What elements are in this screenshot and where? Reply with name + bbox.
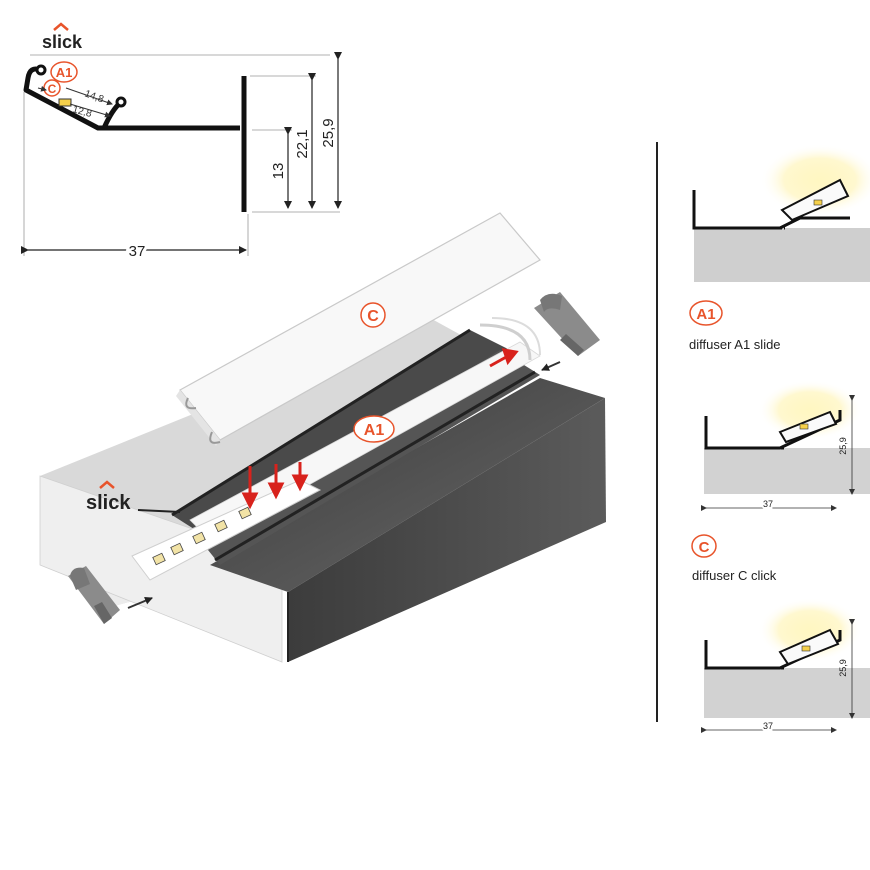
assembly-illustration: slick C A1 — [39, 212, 606, 663]
end-cap-right — [534, 292, 600, 356]
end-cap-left — [68, 566, 120, 624]
led-strip — [131, 479, 322, 581]
svg-text:C: C — [367, 308, 379, 325]
dim-14-8: 14,8 — [83, 88, 105, 105]
option-a1-badge — [689, 300, 723, 326]
logo-roof-icon — [53, 22, 69, 31]
callout-slick: slick — [86, 492, 131, 514]
dim-12-8: 12,8 — [71, 104, 93, 120]
svg-text:A1: A1 — [56, 65, 73, 80]
led-chip — [58, 98, 72, 107]
installed-view-1 — [692, 144, 870, 282]
svg-text:C: C — [48, 82, 57, 96]
installed-view-c — [701, 598, 870, 733]
assembly-badge-c — [360, 302, 386, 328]
installed-view-a1 — [701, 380, 870, 511]
insert-arrow-right — [541, 361, 561, 371]
profile-wall — [288, 398, 606, 662]
callout-line — [137, 509, 181, 513]
option-c-width: 37 — [763, 721, 773, 731]
dim-25-9: 25,9 — [320, 118, 337, 147]
badge-a1 — [50, 61, 78, 83]
svg-text:A1: A1 — [364, 422, 385, 439]
option-c-height: 25,9 — [838, 659, 848, 677]
dim-37: 37 — [129, 243, 146, 260]
option-a1-caption: diffuser A1 slide — [689, 337, 781, 352]
option-a1-height: 25,9 — [838, 437, 848, 455]
profile-base — [210, 378, 605, 592]
option-c-badge — [691, 534, 717, 558]
assembly-badge-a1 — [353, 415, 395, 443]
cross-section-drawing: slick A1 C 14,8 12,8 13 2 — [21, 22, 342, 263]
svg-text:A1: A1 — [696, 306, 715, 323]
svg-text:C: C — [699, 539, 710, 556]
dim-22-1: 22,1 — [294, 129, 311, 158]
insert-arrow-left — [127, 597, 153, 609]
red-arrows — [241, 348, 519, 510]
logo-text: slick — [42, 32, 83, 52]
dim-13: 13 — [270, 163, 287, 180]
callout-roof-icon — [99, 480, 115, 489]
option-c-caption: diffuser C click — [692, 568, 777, 583]
option-a1-width: 37 — [763, 499, 773, 509]
dim-14-8-line — [65, 87, 113, 106]
